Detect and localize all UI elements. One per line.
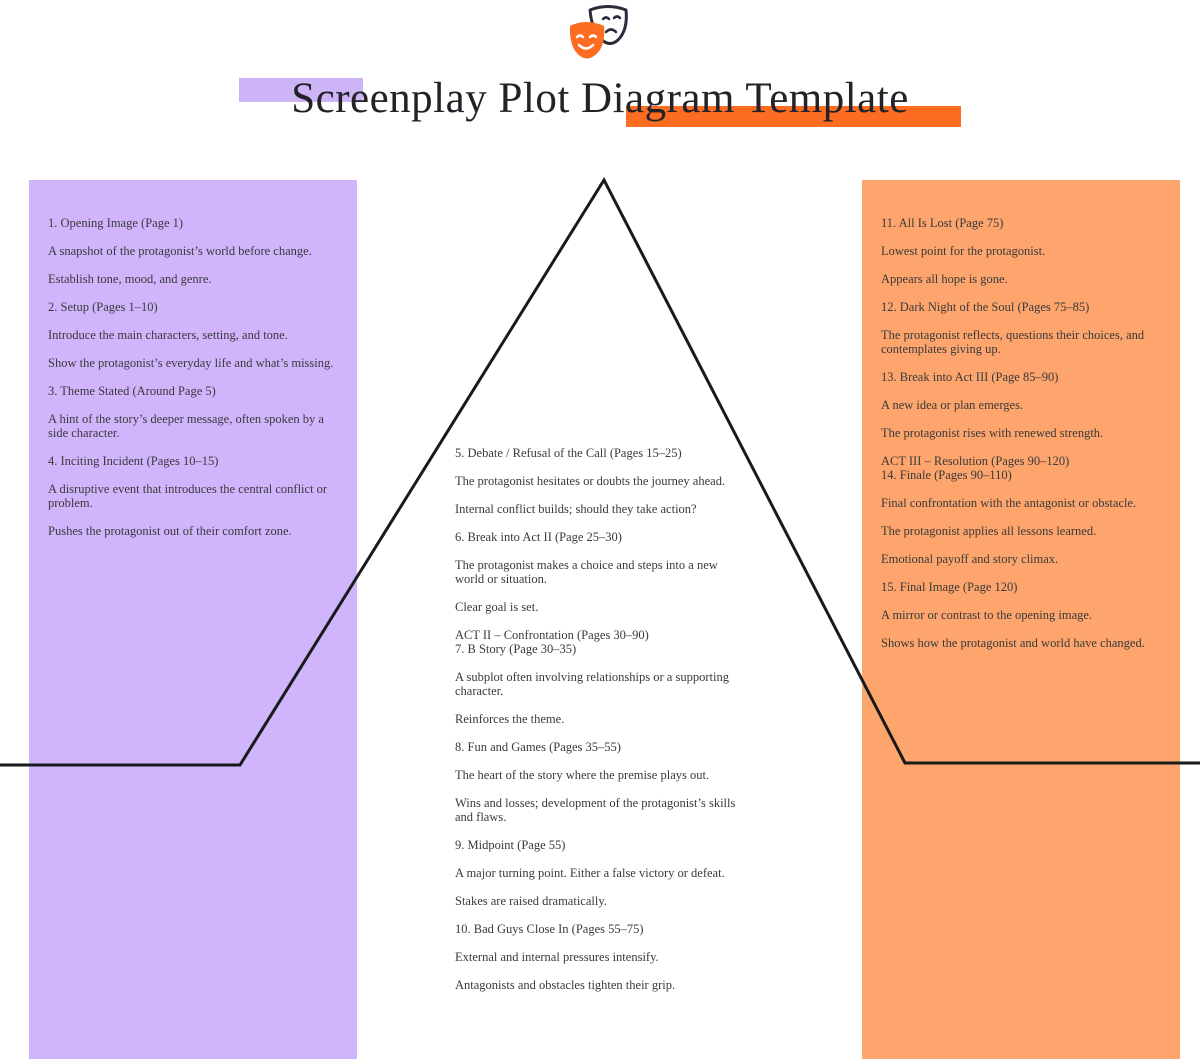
middle-column-paragraph: The protagonist makes a choice and steps… xyxy=(455,558,718,586)
right-column-paragraph: Appears all hope is gone. xyxy=(881,272,1008,286)
left-column-paragraph: A hint of the story’s deeper message, of… xyxy=(48,412,324,440)
right-panel-background xyxy=(862,180,1180,1059)
right-column-text: 11. All Is Lost (Page 75) Lowest point fo… xyxy=(881,216,1171,664)
middle-column-paragraph: Reinforces the theme. xyxy=(455,712,565,726)
title-highlight-purple xyxy=(239,78,363,102)
left-column-text: 1. Opening Image (Page 1) A snapshot of t… xyxy=(48,216,338,552)
middle-column-paragraph: 5. Debate / Refusal of the Call (Pages 1… xyxy=(455,446,682,460)
right-column-paragraph: A mirror or contrast to the opening imag… xyxy=(881,608,1093,622)
middle-column-paragraph: Stakes are raised dramatically. xyxy=(455,894,607,908)
left-panel-background xyxy=(29,180,357,1059)
right-column-paragraph: Emotional payoff and story climax. xyxy=(881,552,1059,566)
middle-column-text: 5. Debate / Refusal of the Call (Pages 1… xyxy=(455,446,745,1006)
right-column-paragraph: The protagonist reflects, questions thei… xyxy=(881,328,1145,356)
middle-column-paragraph: ACT II – Confrontation (Pages 30–90)7. B… xyxy=(455,628,649,656)
middle-column-paragraph: 10. Bad Guys Close In (Pages 55–75) xyxy=(455,922,644,936)
left-column-paragraph: 2. Setup (Pages 1–10) xyxy=(48,300,158,314)
right-column-paragraph: Lowest point for the protagonist. xyxy=(881,244,1046,258)
left-column-paragraph: Establish tone, mood, and genre. xyxy=(48,272,212,286)
story-arc-line xyxy=(0,176,1200,767)
middle-column-paragraph: A subplot often involving relationships … xyxy=(455,670,729,698)
right-column-paragraph: 13. Break into Act III (Page 85–90) xyxy=(881,370,1059,384)
right-column-paragraph: A new idea or plan emerges. xyxy=(881,398,1024,412)
middle-column-paragraph: 6. Break into Act II (Page 25–30) xyxy=(455,530,622,544)
left-column-paragraph: A disruptive event that introduces the c… xyxy=(48,482,328,510)
middle-column-paragraph: Antagonists and obstacles tighten their … xyxy=(455,978,676,992)
middle-column-paragraph: 8. Fun and Games (Pages 35–55) xyxy=(455,740,621,754)
right-column-paragraph: The protagonist rises with renewed stren… xyxy=(881,426,1104,440)
theater-masks-icon xyxy=(569,5,628,59)
left-column-paragraph: 1. Opening Image (Page 1) xyxy=(48,216,184,230)
right-column-paragraph: ACT III – Resolution (Pages 90–120)14. F… xyxy=(881,454,1070,482)
left-column-paragraph: A snapshot of the protagonist’s world be… xyxy=(48,244,312,258)
right-column-paragraph: 11. All Is Lost (Page 75) xyxy=(881,216,1004,230)
right-column-paragraph: The protagonist applies all lessons lear… xyxy=(881,524,1097,538)
right-column-paragraph: Final confrontation with the antagonist … xyxy=(881,496,1137,510)
left-column-paragraph: Introduce the main characters, setting, … xyxy=(48,328,288,342)
left-column-paragraph: 3. Theme Stated (Around Page 5) xyxy=(48,384,216,398)
middle-column-paragraph: A major turning point. Either a false vi… xyxy=(455,866,725,880)
right-column-paragraph: 12. Dark Night of the Soul (Pages 75–85) xyxy=(881,300,1090,314)
middle-column-paragraph: The protagonist hesitates or doubts the … xyxy=(455,474,726,488)
middle-column-paragraph: 9. Midpoint (Page 55) xyxy=(455,838,566,852)
title-highlight-orange xyxy=(626,106,961,127)
middle-column-paragraph: Internal conflict builds; should they ta… xyxy=(455,502,697,516)
page-title: Screenplay Plot Diagram Template xyxy=(291,75,909,122)
left-column-paragraph: Show the protagonist’s everyday life and… xyxy=(48,356,334,370)
right-column-paragraph: Shows how the protagonist and world have… xyxy=(881,636,1145,650)
left-column-paragraph: Pushes the protagonist out of their comf… xyxy=(48,524,292,538)
middle-column-paragraph: The heart of the story where the premise… xyxy=(455,768,710,782)
middle-column-paragraph: Clear goal is set. xyxy=(455,600,539,614)
middle-column-paragraph: External and internal pressures intensif… xyxy=(455,950,659,964)
right-column-paragraph: 15. Final Image (Page 120) xyxy=(881,580,1018,594)
middle-column-paragraph: Wins and losses; development of the prot… xyxy=(455,796,736,824)
left-column-paragraph: 4. Inciting Incident (Pages 10–15) xyxy=(48,454,219,468)
